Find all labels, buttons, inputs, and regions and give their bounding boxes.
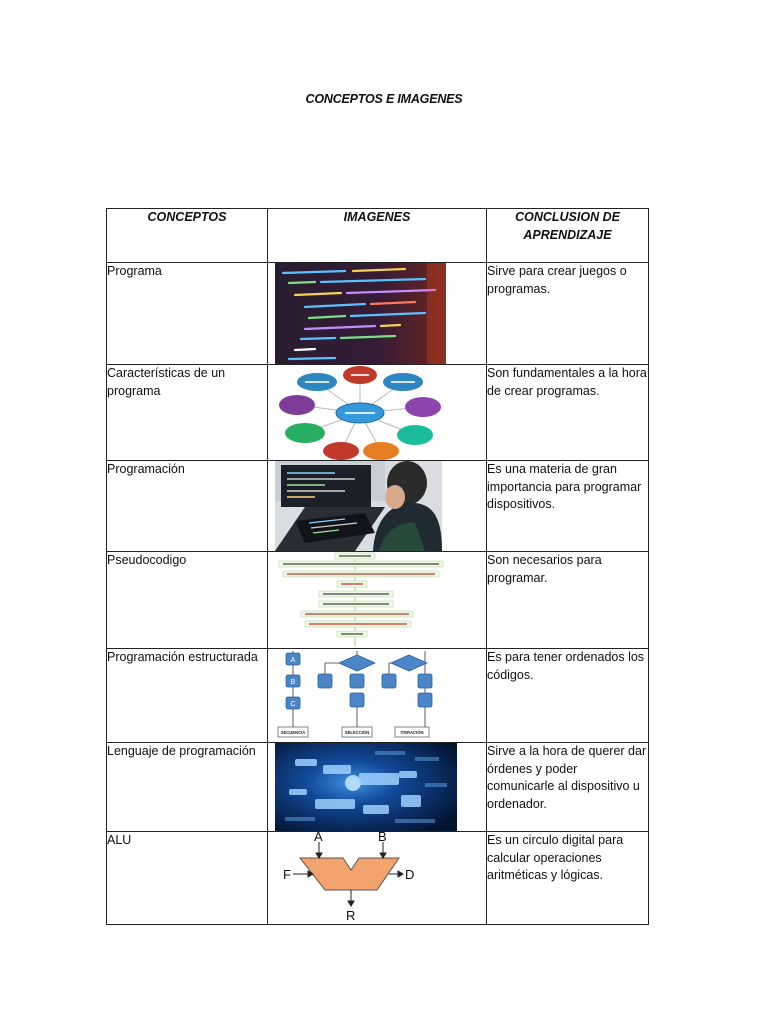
table-row: Pseudocodigo <box>106 551 649 649</box>
flow-label-secuencia: SECUENCIA <box>281 730 306 735</box>
header-conclusion: CONCLUSION DE APRENDIZAJE <box>486 208 649 263</box>
languages-wordcloud-image <box>275 743 486 831</box>
conclusion-cell: Es para tener ordenados los códigos. <box>486 648 649 743</box>
characteristics-mindmap-image <box>275 366 486 460</box>
document-title: CONCEPTOS E IMAGENES <box>305 92 463 106</box>
alu-input-f: F <box>283 867 291 882</box>
conclusion-cell: Sirve para crear juegos o programas. <box>486 262 649 365</box>
conclusion-cell: Son necesarios para programar. <box>486 551 649 649</box>
table-header-row: CONCEPTOS IMAGENES CONCLUSION DE APRENDI… <box>106 208 649 263</box>
header-images: IMAGENES <box>267 208 487 263</box>
alu-output-d: D <box>405 867 414 882</box>
image-cell <box>267 364 487 461</box>
image-cell <box>267 742 487 832</box>
structured-flowcharts-image: A B C SECUENCIA SELECCIÓN ITERACIÓN <box>275 650 486 742</box>
flow-label-iteracion: ITERACIÓN <box>400 730 423 735</box>
alu-diagram-image: A B F D R <box>275 832 486 924</box>
image-cell: A B F D R <box>267 831 487 925</box>
alu-input-a: A <box>314 832 323 844</box>
image-cell: A B C SECUENCIA SELECCIÓN ITERACIÓN <box>267 648 487 743</box>
table-row: Características de un programa <box>106 364 649 461</box>
conclusion-cell: Son fundamentales a la hora de crear pro… <box>486 364 649 461</box>
concept-cell: Programación estructurada <box>106 648 268 743</box>
flow-block-b: B <box>291 679 296 686</box>
table-row: Programación estructurada <box>106 648 649 743</box>
table-row: Programa <box>106 262 649 365</box>
alu-input-b: B <box>378 832 387 844</box>
header-concepts: CONCEPTOS <box>106 208 268 263</box>
concept-cell: Lenguaje de programación <box>106 742 268 832</box>
flow-block-c: C <box>290 701 295 708</box>
pseudocode-flow-image <box>275 552 486 648</box>
alu-output-r: R <box>346 908 355 923</box>
concept-cell: ALU <box>106 831 268 925</box>
table-row: Lenguaje de programación <box>106 742 649 832</box>
flow-label-seleccion: SELECCIÓN <box>345 730 369 735</box>
image-cell <box>267 262 487 365</box>
table-row: Programación <box>106 460 649 552</box>
conclusion-cell: Sirve a la hora de querer dar órdenes y … <box>486 742 649 832</box>
code-screen-image <box>275 263 486 364</box>
programmer-laptop-image <box>275 461 486 551</box>
concept-cell: Pseudocodigo <box>106 551 268 649</box>
concepts-table: CONCEPTOS IMAGENES CONCLUSION DE APRENDI… <box>106 208 649 925</box>
conclusion-cell: Es una materia de gran importancia para … <box>486 460 649 552</box>
image-cell <box>267 551 487 649</box>
conclusion-cell: Es un circulo digital para calcular oper… <box>486 831 649 925</box>
concept-cell: Programa <box>106 262 268 365</box>
table-row: ALU A B F D <box>106 831 649 925</box>
concept-cell: Características de un programa <box>106 364 268 461</box>
flow-block-a: A <box>291 657 296 664</box>
concept-cell: Programación <box>106 460 268 552</box>
image-cell <box>267 460 487 552</box>
